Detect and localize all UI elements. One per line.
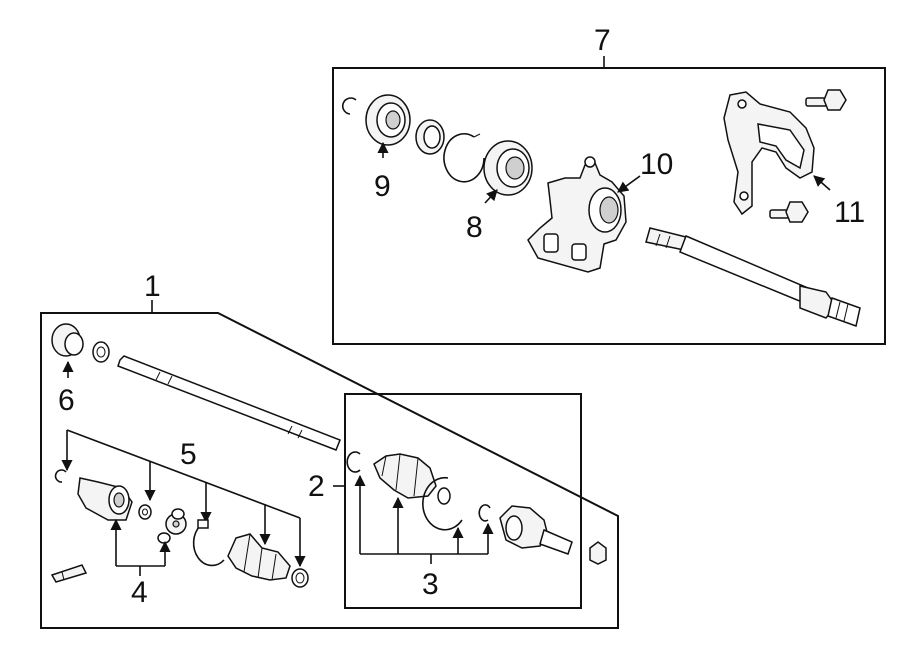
group-1-frame [40, 312, 619, 629]
part-9-dust-seal [365, 94, 411, 158]
boot-clamp-small [92, 341, 110, 363]
seal-ring [415, 119, 445, 155]
callout-10: 10 [640, 148, 673, 181]
snap-ring-large [443, 132, 485, 183]
callout-8: 8 [466, 211, 483, 244]
part-10-steering-knuckle [527, 156, 641, 273]
part-6-outer-joint [51, 323, 84, 378]
clip-small [478, 504, 491, 522]
axle-shaft [117, 355, 341, 451]
snap-ring-small [341, 97, 357, 115]
snap-ring-left [54, 469, 67, 483]
inner-joint-housing [77, 477, 133, 521]
callout-3: 3 [422, 568, 439, 601]
callout-11: 11 [834, 196, 865, 229]
boot-clamp-right [291, 568, 309, 588]
callout-9: 9 [374, 170, 391, 203]
callout-1: 1 [144, 270, 161, 303]
part-11-bearing-support-bracket [723, 91, 831, 216]
inner-boot [227, 533, 291, 581]
outer-boot [373, 453, 437, 499]
part-8-hub-bearing [483, 140, 533, 204]
callout-6: 6 [58, 384, 75, 417]
snap-ring-inner [346, 451, 361, 473]
grease-packet [50, 564, 88, 583]
group-1-assembly: 1 6 5 [40, 270, 619, 629]
boot-clamp-large [192, 519, 225, 567]
group-2-frame [344, 393, 582, 609]
band-clamp [422, 476, 463, 531]
group-2-assembly: 2 [308, 393, 582, 609]
callout-2: 2 [308, 470, 325, 503]
group-7-frame [332, 67, 886, 345]
tripod-joint [157, 508, 187, 544]
dust-cap [589, 541, 607, 565]
group-7-assembly: 7 9 8 [332, 24, 886, 345]
intermediate-shaft [645, 227, 861, 327]
callout-5: 5 [180, 438, 197, 471]
callout-4: 4 [131, 576, 148, 609]
bolt-lower [769, 201, 809, 223]
callout-7: 7 [594, 24, 611, 57]
bolt-upper [805, 89, 847, 111]
outer-joint-assembly [499, 505, 573, 555]
washer [138, 504, 152, 520]
